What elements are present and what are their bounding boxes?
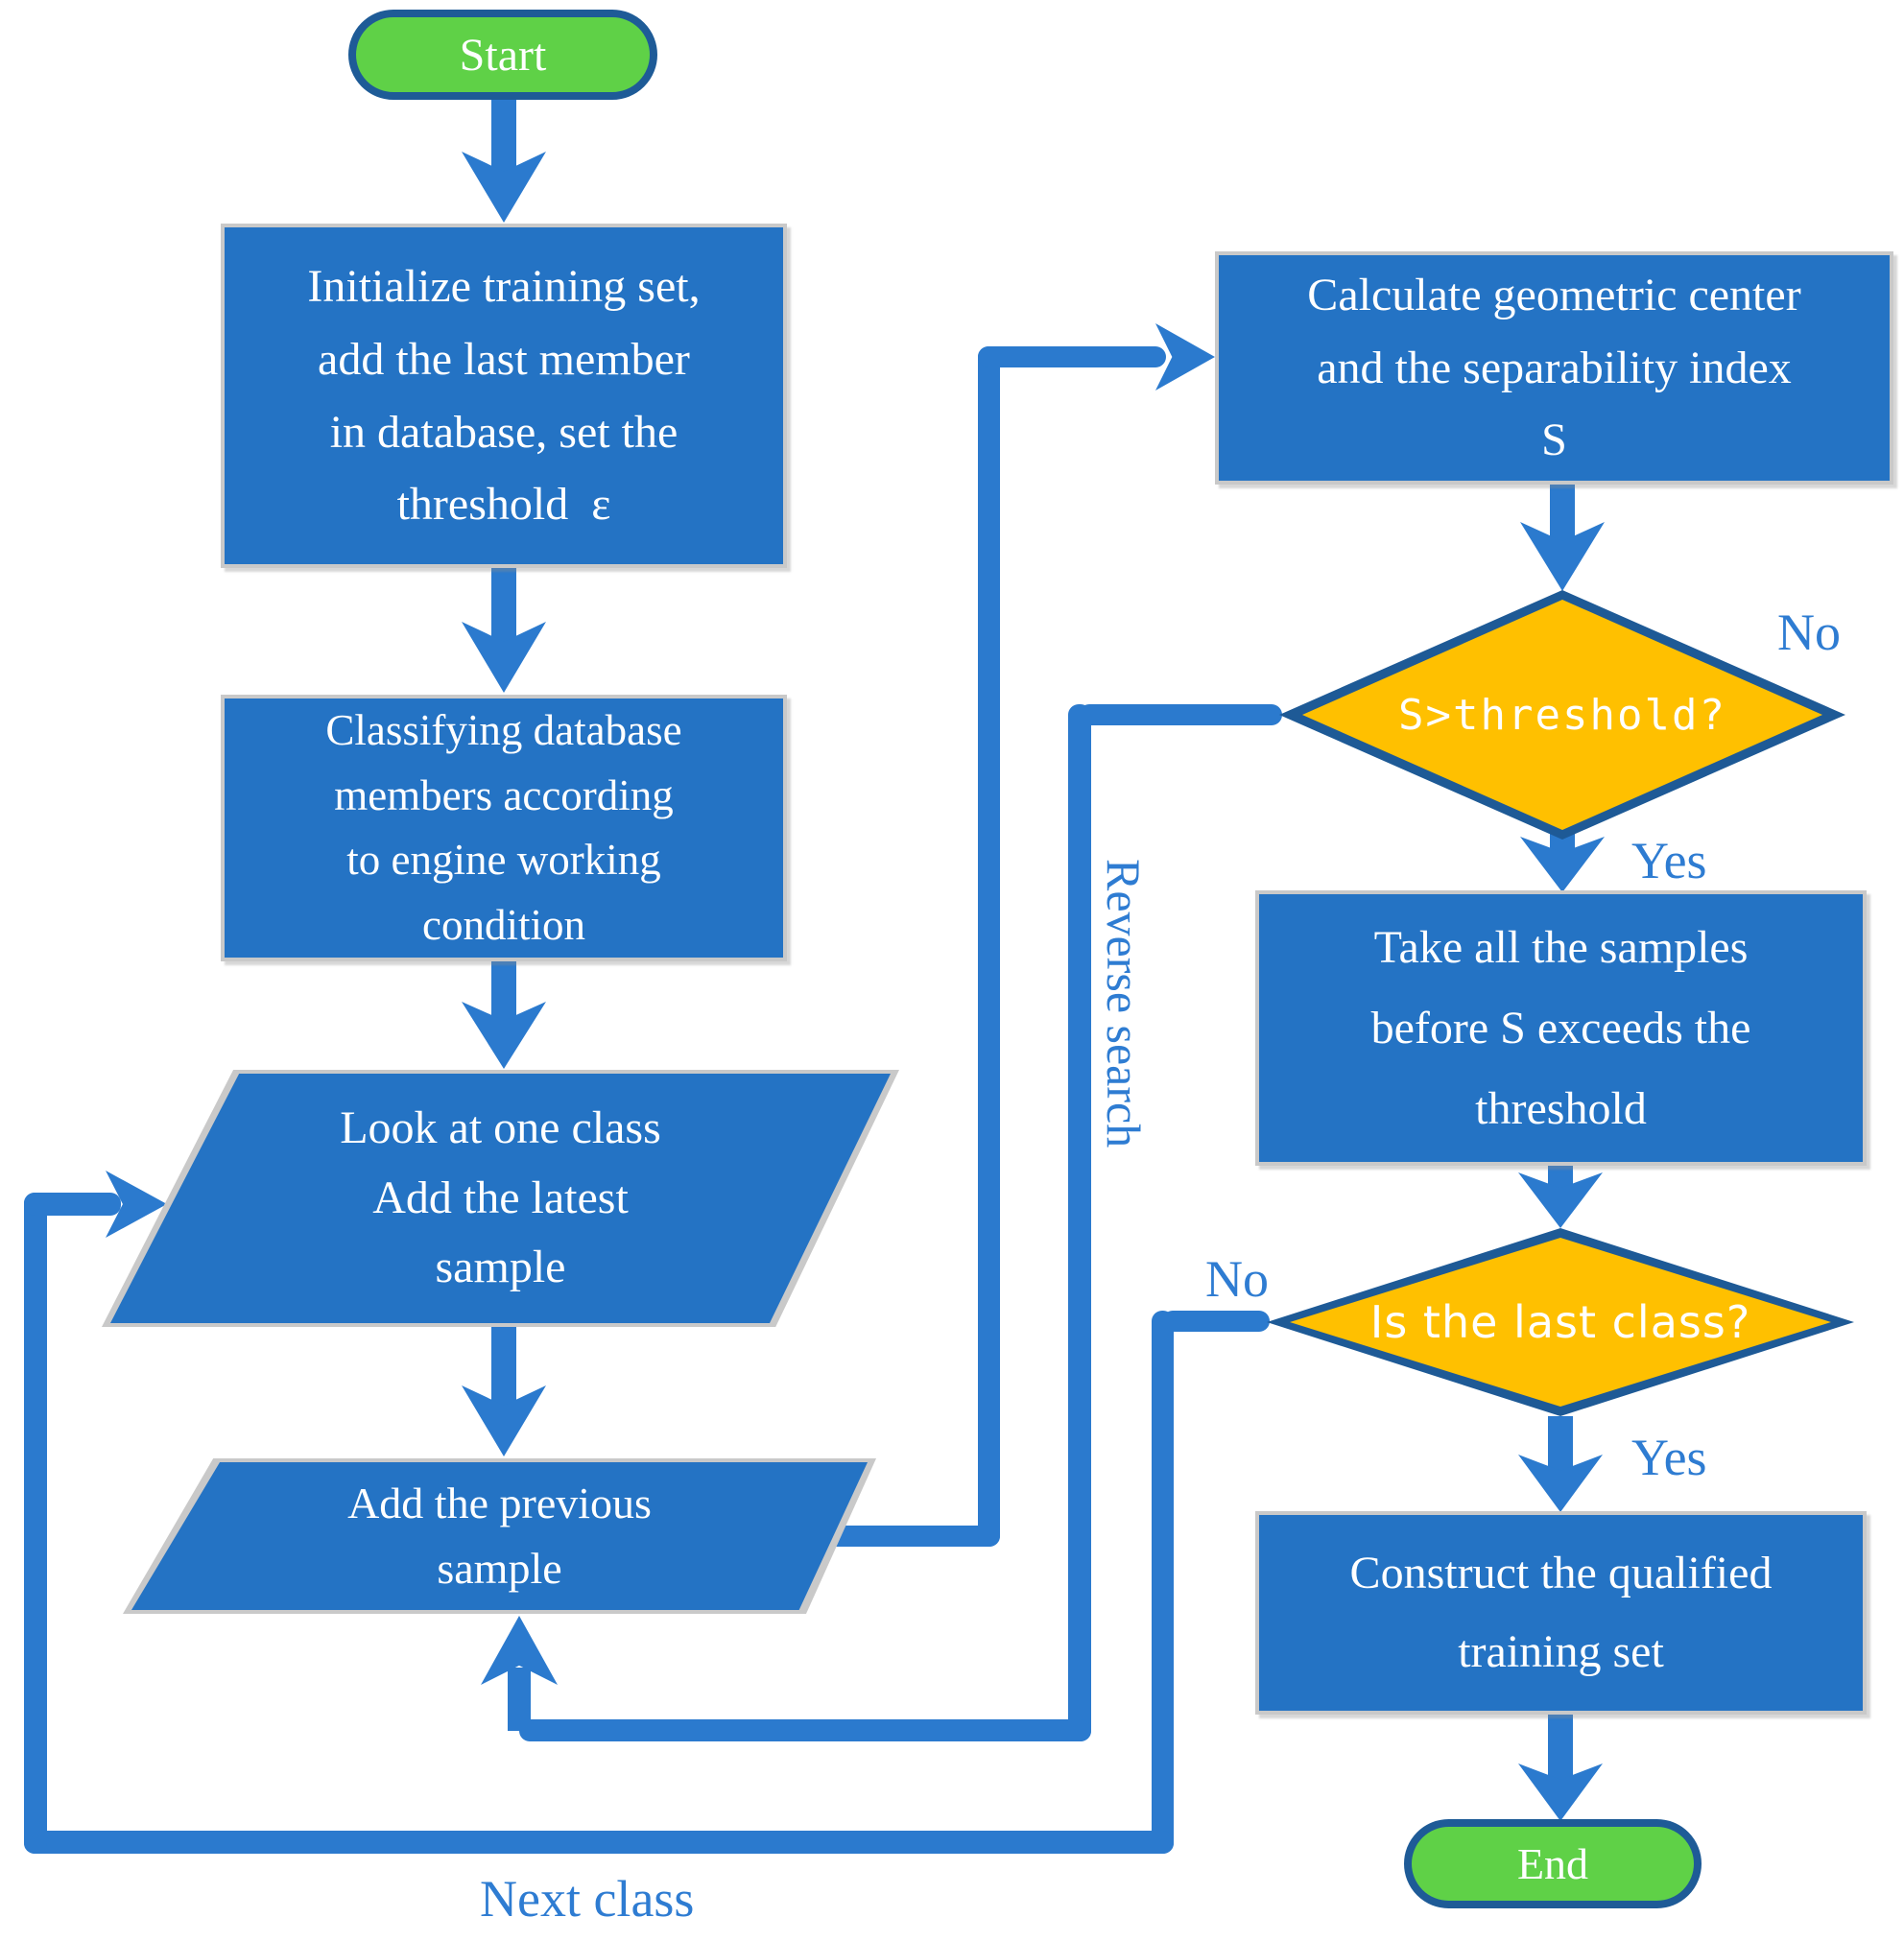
- initialize-label: Initialize training set, add the last me…: [307, 260, 701, 531]
- look-label: Look at one class Add the latest sample: [340, 1101, 661, 1293]
- s-threshold-decision: S>threshold?: [1279, 590, 1845, 840]
- connector-nextclass-topleft: [24, 1193, 121, 1216]
- connector-look-addprevious: [491, 1327, 516, 1408]
- label-last-class-no: No: [1205, 1250, 1269, 1308]
- initialize-node: Initialize training set, add the last me…: [221, 224, 787, 568]
- start-label: Start: [459, 29, 547, 81]
- connector-reverse-upshaft: [508, 1668, 531, 1731]
- calculate-node: Calculate geometric center and the separ…: [1215, 251, 1893, 485]
- add-previous-node: Add the previous sample: [123, 1458, 876, 1614]
- take-samples-node: Take all the samples before S exceeds th…: [1255, 890, 1867, 1166]
- connector-lastclass-construct: [1548, 1416, 1573, 1472]
- label-last-class-yes: Yes: [1631, 1429, 1707, 1486]
- construct-label: Construct the qualified training set: [1349, 1548, 1773, 1677]
- connector-addprevious-calculate-top: [978, 346, 1166, 367]
- classify-node: Classifying database members according t…: [221, 695, 787, 961]
- take-samples-label: Take all the samples before S exceeds th…: [1370, 921, 1751, 1134]
- connector-classify-look: [491, 961, 516, 1023]
- look-node: Look at one class Add the latest sample: [102, 1070, 899, 1327]
- connector-start-initialize: [491, 96, 516, 175]
- last-class-decision-fill: Is the last class?: [1290, 1238, 1831, 1407]
- label-next-class: Next class: [480, 1870, 695, 1928]
- calculate-label: Calculate geometric center and the separ…: [1307, 269, 1801, 466]
- s-threshold-decision-fill: S>threshold?: [1302, 600, 1822, 830]
- start-node: Start: [348, 10, 657, 100]
- connector-nextclass-vertical-left: [24, 1193, 47, 1854]
- connector-initialize-classify: [491, 568, 516, 645]
- label-reverse-search: Reverse search: [1097, 859, 1151, 1148]
- connector-addprevious-calculate-stub: [825, 1526, 1000, 1547]
- s-threshold-label: S>threshold?: [1398, 690, 1726, 740]
- classify-label: Classifying database members according t…: [325, 706, 682, 949]
- label-s-threshold-no: No: [1777, 604, 1841, 661]
- end-label: End: [1516, 1839, 1589, 1888]
- connector-nextclass-bottom: [24, 1831, 1174, 1854]
- look-node-fill: Look at one class Add the latest sample: [110, 1074, 891, 1323]
- last-class-label: Is the last class?: [1369, 1296, 1751, 1348]
- connector-nextclass-vertical-right: [1152, 1311, 1174, 1854]
- construct-node: Construct the qualified training set: [1255, 1511, 1867, 1715]
- add-previous-label: Add the previous sample: [347, 1478, 652, 1593]
- end-node: End: [1404, 1819, 1702, 1908]
- connector-construct-end: [1548, 1715, 1573, 1782]
- add-previous-node-fill: Add the previous sample: [131, 1462, 868, 1610]
- label-s-threshold-yes: Yes: [1631, 832, 1707, 889]
- connector-reverse-vertical: [1068, 704, 1091, 1741]
- connector-reverse-stub: [1079, 704, 1282, 725]
- connector-calculate-sthreshold: [1550, 485, 1575, 542]
- connector-nextclass-stub: [1162, 1311, 1270, 1332]
- connector-reverse-horizontal: [519, 1719, 1091, 1741]
- last-class-decision: Is the last class?: [1267, 1228, 1854, 1416]
- connector-addprevious-calculate-vertical: [978, 346, 1000, 1547]
